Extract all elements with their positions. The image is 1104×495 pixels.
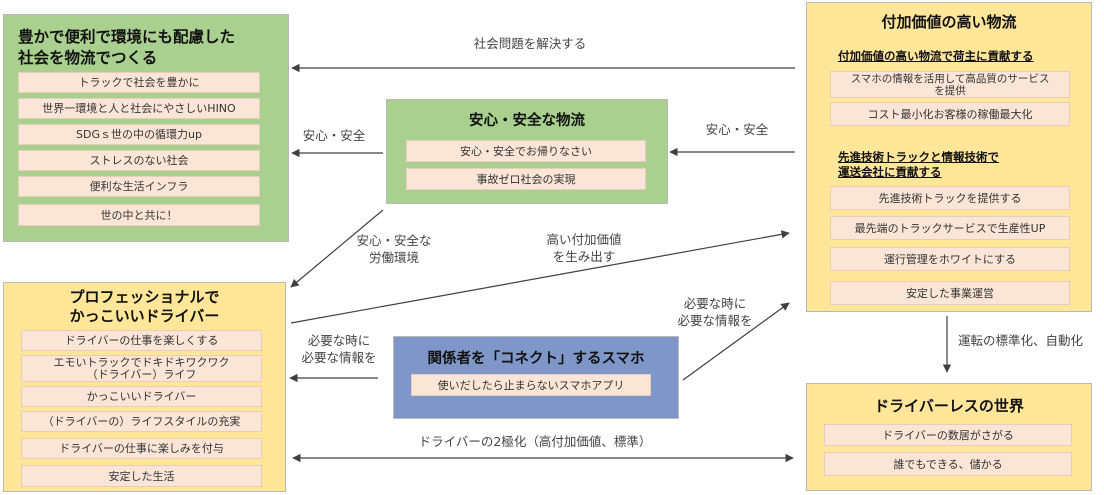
label-labor-line2: 労働環境 — [368, 250, 419, 265]
driver-box: プロフェッショナルで かっこいいドライバー ドライバーの仕事を楽しくする エモい… — [3, 282, 286, 492]
arrow-safety-to-driver — [290, 209, 384, 288]
label-high-value: 高い付加価値 を生み出す — [524, 231, 644, 265]
label-need-info-left-line2: 必要な情報を — [301, 350, 377, 365]
value-box: 付加価値の高い物流 付加価値の高い物流で荷主に貢献する スマホの情報を活用して高… — [806, 2, 1092, 312]
driver-item: ドライバーの仕事に楽しみを付与 — [21, 438, 262, 459]
value-item: コスト最小化お客様の稼働最大化 — [830, 102, 1070, 126]
connect-title: 関係者を「コネクト」するスマホ — [427, 351, 645, 367]
value-subtitle-carrier-line2: 運送会社に貢献する — [838, 165, 942, 179]
society-title-line1: 豊かで便利で環境にも配慮した — [18, 28, 236, 46]
connect-box: 関係者を「コネクト」するスマホ 使いだしたら止まらないスマホアプリ — [393, 336, 679, 419]
driver-title: プロフェッショナルで かっこいいドライバー — [4, 288, 285, 326]
driverless-item: 誰でもできる、儲かる — [824, 452, 1072, 476]
society-item: 世界一環境と人と社会にやさしいHINO — [18, 98, 260, 119]
value-item: 運行管理をホワイトにする — [830, 247, 1070, 271]
value-item: 安定した事業運営 — [830, 281, 1070, 305]
society-title-line2: 社会を物流でつくる — [18, 49, 158, 67]
safety-item: 事故ゼロ社会の実現 — [406, 168, 646, 190]
society-item: ストレスのない社会 — [18, 150, 260, 171]
value-item-line: を提供 — [934, 84, 966, 97]
driver-item: （ドライバーの）ライフスタイルの充実 — [21, 411, 262, 432]
label-need-info-right: 必要な時に 必要な情報を — [660, 295, 770, 329]
value-subtitle-shipper: 付加価値の高い物流で荷主に貢献する — [838, 49, 1034, 63]
label-labor-environment: 安心・安全な 労働環境 — [339, 232, 449, 266]
society-box: 豊かで便利で環境にも配慮した 社会を物流でつくる トラックで社会を豊かに 世界一… — [3, 14, 289, 242]
label-solve-social-issues: 社会問題を解決する — [473, 36, 587, 51]
driver-item-line: （ドライバー）ライフ — [86, 367, 197, 381]
safety-item: 安心・安全でお帰りなさい — [406, 140, 646, 162]
society-item: 便利な生活インフラ — [18, 176, 260, 197]
safety-box: 安心・安全な物流 安心・安全でお帰りなさい 事故ゼロ社会の実現 — [386, 99, 668, 204]
society-item: トラックで社会を豊かに — [18, 72, 260, 93]
society-item: SDGｓ世の中の循環力up — [18, 124, 260, 145]
label-safety-right: 安心・安全 — [705, 122, 769, 137]
driver-item: ドライバーの仕事を楽しくする — [21, 330, 262, 351]
label-standardize: 運転の標準化、自動化 — [958, 333, 1084, 348]
label-polarize: ドライバーの2極化（高付加価値、標準） — [418, 434, 652, 449]
value-subtitle-carrier-line1: 先進技術トラックと情報技術で — [838, 150, 999, 164]
label-need-info-right-line2: 必要な情報を — [677, 313, 753, 328]
label-need-info-right-line1: 必要な時に — [683, 296, 747, 311]
arrow-driver-to-value — [290, 230, 790, 324]
label-safety-left: 安心・安全 — [302, 128, 366, 143]
value-item: 最先端のトラックサービスで生産性UP — [830, 216, 1070, 240]
connect-item: 使いだしたら止まらないスマホアプリ — [411, 374, 651, 396]
label-high-value-line1: 高い付加価値 — [546, 232, 622, 247]
value-title: 付加価値の高い物流 — [881, 13, 1017, 31]
driverless-box: ドライバーレスの世界 ドライバーの数居がさがる 誰でもできる、儲かる — [806, 383, 1092, 491]
driver-item-line: エモいトラックでドキドキワクワク — [53, 355, 230, 369]
driver-item: 安定した生活 — [21, 465, 262, 487]
safety-title: 安心・安全な物流 — [469, 113, 585, 129]
society-item: 世の中と共に！ — [18, 204, 260, 226]
arrow-connect-to-value — [682, 302, 790, 381]
driver-title-line1: プロフェッショナルで — [69, 288, 220, 306]
value-item-line: スマホの情報を活用して高品質のサービス — [850, 72, 1050, 85]
label-need-info-left-line1: 必要な時に — [307, 333, 371, 348]
driver-item: エモいトラックでドキドキワクワク （ドライバー）ライフ — [21, 355, 262, 382]
driverless-title: ドライバーレスの世界 — [874, 397, 1024, 415]
label-high-value-line2: を生み出す — [552, 249, 616, 264]
value-item: スマホの情報を活用して高品質のサービス を提供 — [830, 71, 1070, 98]
value-item: 先進技術トラックを提供する — [830, 186, 1070, 210]
label-need-info-left: 必要な時に 必要な情報を — [284, 332, 394, 366]
label-labor-line1: 安心・安全な — [356, 233, 432, 248]
driverless-item: ドライバーの数居がさがる — [824, 424, 1072, 446]
value-subtitle-carrier: 先進技術トラックと情報技術で 運送会社に貢献する — [838, 150, 999, 180]
driver-title-line2: かっこいいドライバー — [69, 307, 220, 325]
driver-item: かっこいいドライバー — [21, 386, 262, 407]
